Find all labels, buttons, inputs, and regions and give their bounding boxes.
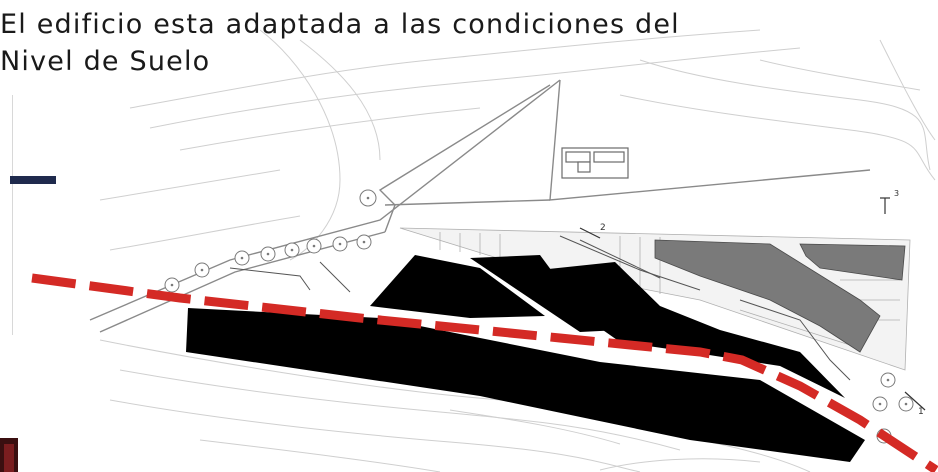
- building-masses: [186, 255, 865, 462]
- slide-title: El edificio esta adaptada a las condicio…: [0, 6, 800, 80]
- slide-title-line-1: El edificio esta adaptada a las condicio…: [0, 9, 680, 40]
- ground-level-line: [31, 273, 938, 472]
- section-mark-1: 1: [918, 407, 924, 417]
- corner-decoration: [0, 438, 18, 472]
- roof-volumes: [654, 239, 906, 353]
- section-mark-2: 2: [600, 223, 606, 233]
- section-mark-3: 3: [894, 189, 899, 198]
- auxiliary-building: [561, 147, 629, 179]
- structure-lines: [229, 235, 851, 381]
- section-markers: [579, 197, 926, 411]
- slide-title-line-2: Nivel de Suelo: [0, 46, 211, 77]
- slide-accent-bar: [10, 176, 56, 184]
- slide-edge-line: [12, 95, 13, 335]
